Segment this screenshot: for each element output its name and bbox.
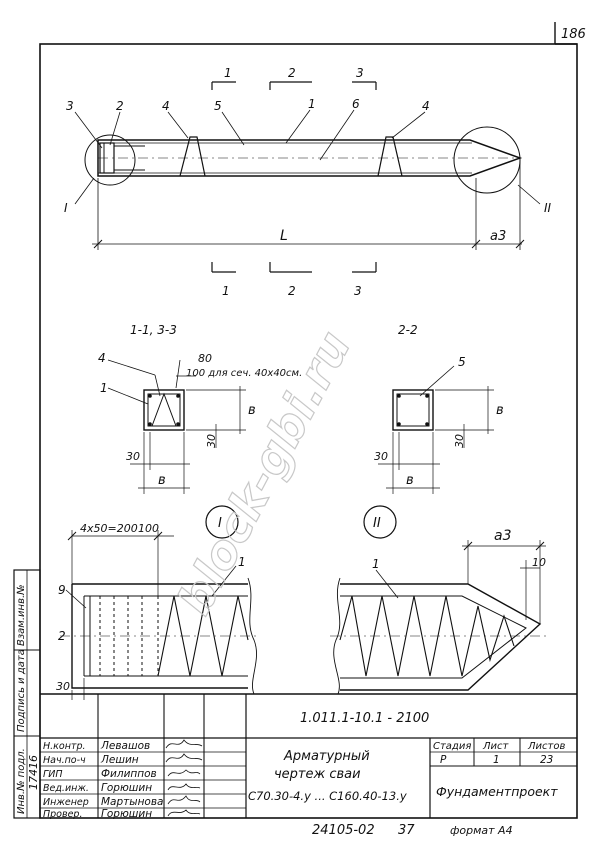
detail-right-dim-tip: a3 [494, 528, 512, 544]
drawing-title-line-3: С70.30-4.у ... С160.40-13.у [248, 789, 407, 803]
organization: Фундаментпроект [436, 784, 558, 799]
section-mark-3-top: 3 [356, 66, 364, 80]
section-right-title: 2-2 [398, 323, 418, 337]
section-mark-1-bottom: 1 [222, 284, 230, 298]
sheet-value: 1 [493, 754, 500, 766]
name-4: Горюшин [101, 782, 152, 794]
detail-right [330, 505, 546, 695]
name-6: Горюшин [101, 808, 152, 820]
section-left-note: 100 для сеч. 40х40см. [186, 368, 302, 379]
node-label-1: I [64, 201, 68, 215]
callout-4-left: 4 [162, 99, 170, 113]
signature-3 [167, 769, 201, 777]
sheets-value: 23 [540, 754, 553, 766]
callout-2: 2 [116, 99, 124, 113]
drawing-title-line-2: чертеж сваи [274, 767, 361, 782]
section-left-dim-80: 80 [198, 352, 212, 365]
callout-3: 3 [66, 99, 74, 113]
section-left-callout-4: 4 [98, 351, 106, 365]
role-3: ГИП [43, 769, 63, 780]
side-stamp [13, 569, 41, 819]
section-right-dim-b-h: в [406, 473, 414, 488]
section-mark-2-bottom: 2 [288, 284, 296, 298]
dim-length: L [280, 228, 288, 244]
section-mark-2-top: 2 [288, 66, 296, 80]
detail-left-dim-30: 30 [56, 680, 70, 693]
section-left-dim-b-h: в [158, 473, 166, 488]
detail-right-callout-1: 1 [372, 557, 380, 571]
section-mark-1-top: 1 [224, 66, 232, 80]
page-number: 37 [398, 823, 415, 838]
detail-right-label: II [373, 516, 381, 531]
role-6: Провер. [43, 809, 82, 820]
stage-header: Стадия [433, 741, 471, 752]
drawing-title-line-1: Арматурный [283, 749, 370, 764]
detail-left-dim-100: 100 [138, 522, 159, 535]
section-right-dim-b-v: в [496, 403, 504, 418]
section-mark-3-bottom: 3 [354, 284, 362, 298]
section-left-dim-b-v: в [248, 403, 256, 418]
doc-code: 1.011.1-10.1 - 2100 [300, 711, 429, 726]
detail-left-label: I [218, 516, 222, 531]
section-left [107, 359, 246, 494]
stage-value: Р [440, 754, 447, 766]
role-1: Н.контр. [43, 741, 86, 752]
signature-2 [165, 753, 203, 763]
callout-1: 1 [308, 97, 316, 111]
signature-5 [167, 795, 201, 805]
sheet-frame [39, 22, 578, 819]
signature-6 [167, 809, 201, 817]
main-pile-view [74, 81, 541, 273]
side-stamp-inv-no: 17416 [27, 755, 40, 790]
detail-right-dim-10: 10 [532, 556, 546, 569]
detail-left-section: 2 [58, 629, 66, 643]
section-left-callout-1: 1 [100, 381, 108, 395]
name-2: Лешин [100, 754, 139, 766]
callout-5: 5 [214, 99, 222, 113]
side-stamp-col1: Взам.инв.№ [16, 584, 27, 646]
name-5: Мартынова [101, 796, 163, 808]
node-label-2: II [544, 201, 552, 215]
name-3: Филиппов [101, 768, 157, 780]
archive-number: 24105-02 [312, 823, 375, 838]
callout-6: 6 [352, 97, 360, 111]
section-left-dim-30-h: 30 [126, 450, 140, 463]
section-right-dim-30-v: 30 [453, 434, 466, 448]
detail-left-callout-1: 1 [238, 555, 246, 569]
sheets-header: Листов [527, 741, 565, 752]
role-5: Инженер [43, 797, 89, 808]
signature-1 [165, 739, 203, 749]
detail-left-callout-9: 9 [58, 583, 66, 597]
sheet-number: 186 [561, 27, 586, 42]
section-right-dim-30-h: 30 [374, 450, 388, 463]
side-stamp-col2: Подпись и дата [16, 649, 27, 732]
signature-4 [167, 783, 201, 791]
detail-left-spacing: 4х50=200 [80, 522, 138, 535]
role-4: Вед.инж. [43, 783, 89, 794]
callout-4-right: 4 [422, 99, 430, 113]
title-block [40, 693, 577, 818]
role-2: Нач.по-ч [43, 755, 86, 766]
sheet-header: Лист [482, 741, 510, 752]
side-stamp-col3: Инв.№ подл. [16, 748, 27, 814]
format-label: формат А4 [450, 824, 513, 837]
dim-tip: a3 [490, 229, 506, 244]
section-right-callout-5: 5 [458, 355, 466, 369]
name-1: Левашов [100, 740, 150, 752]
section-left-title: 1-1, 3-3 [130, 323, 177, 337]
section-right [378, 365, 494, 494]
section-left-dim-30-v: 30 [205, 434, 218, 448]
